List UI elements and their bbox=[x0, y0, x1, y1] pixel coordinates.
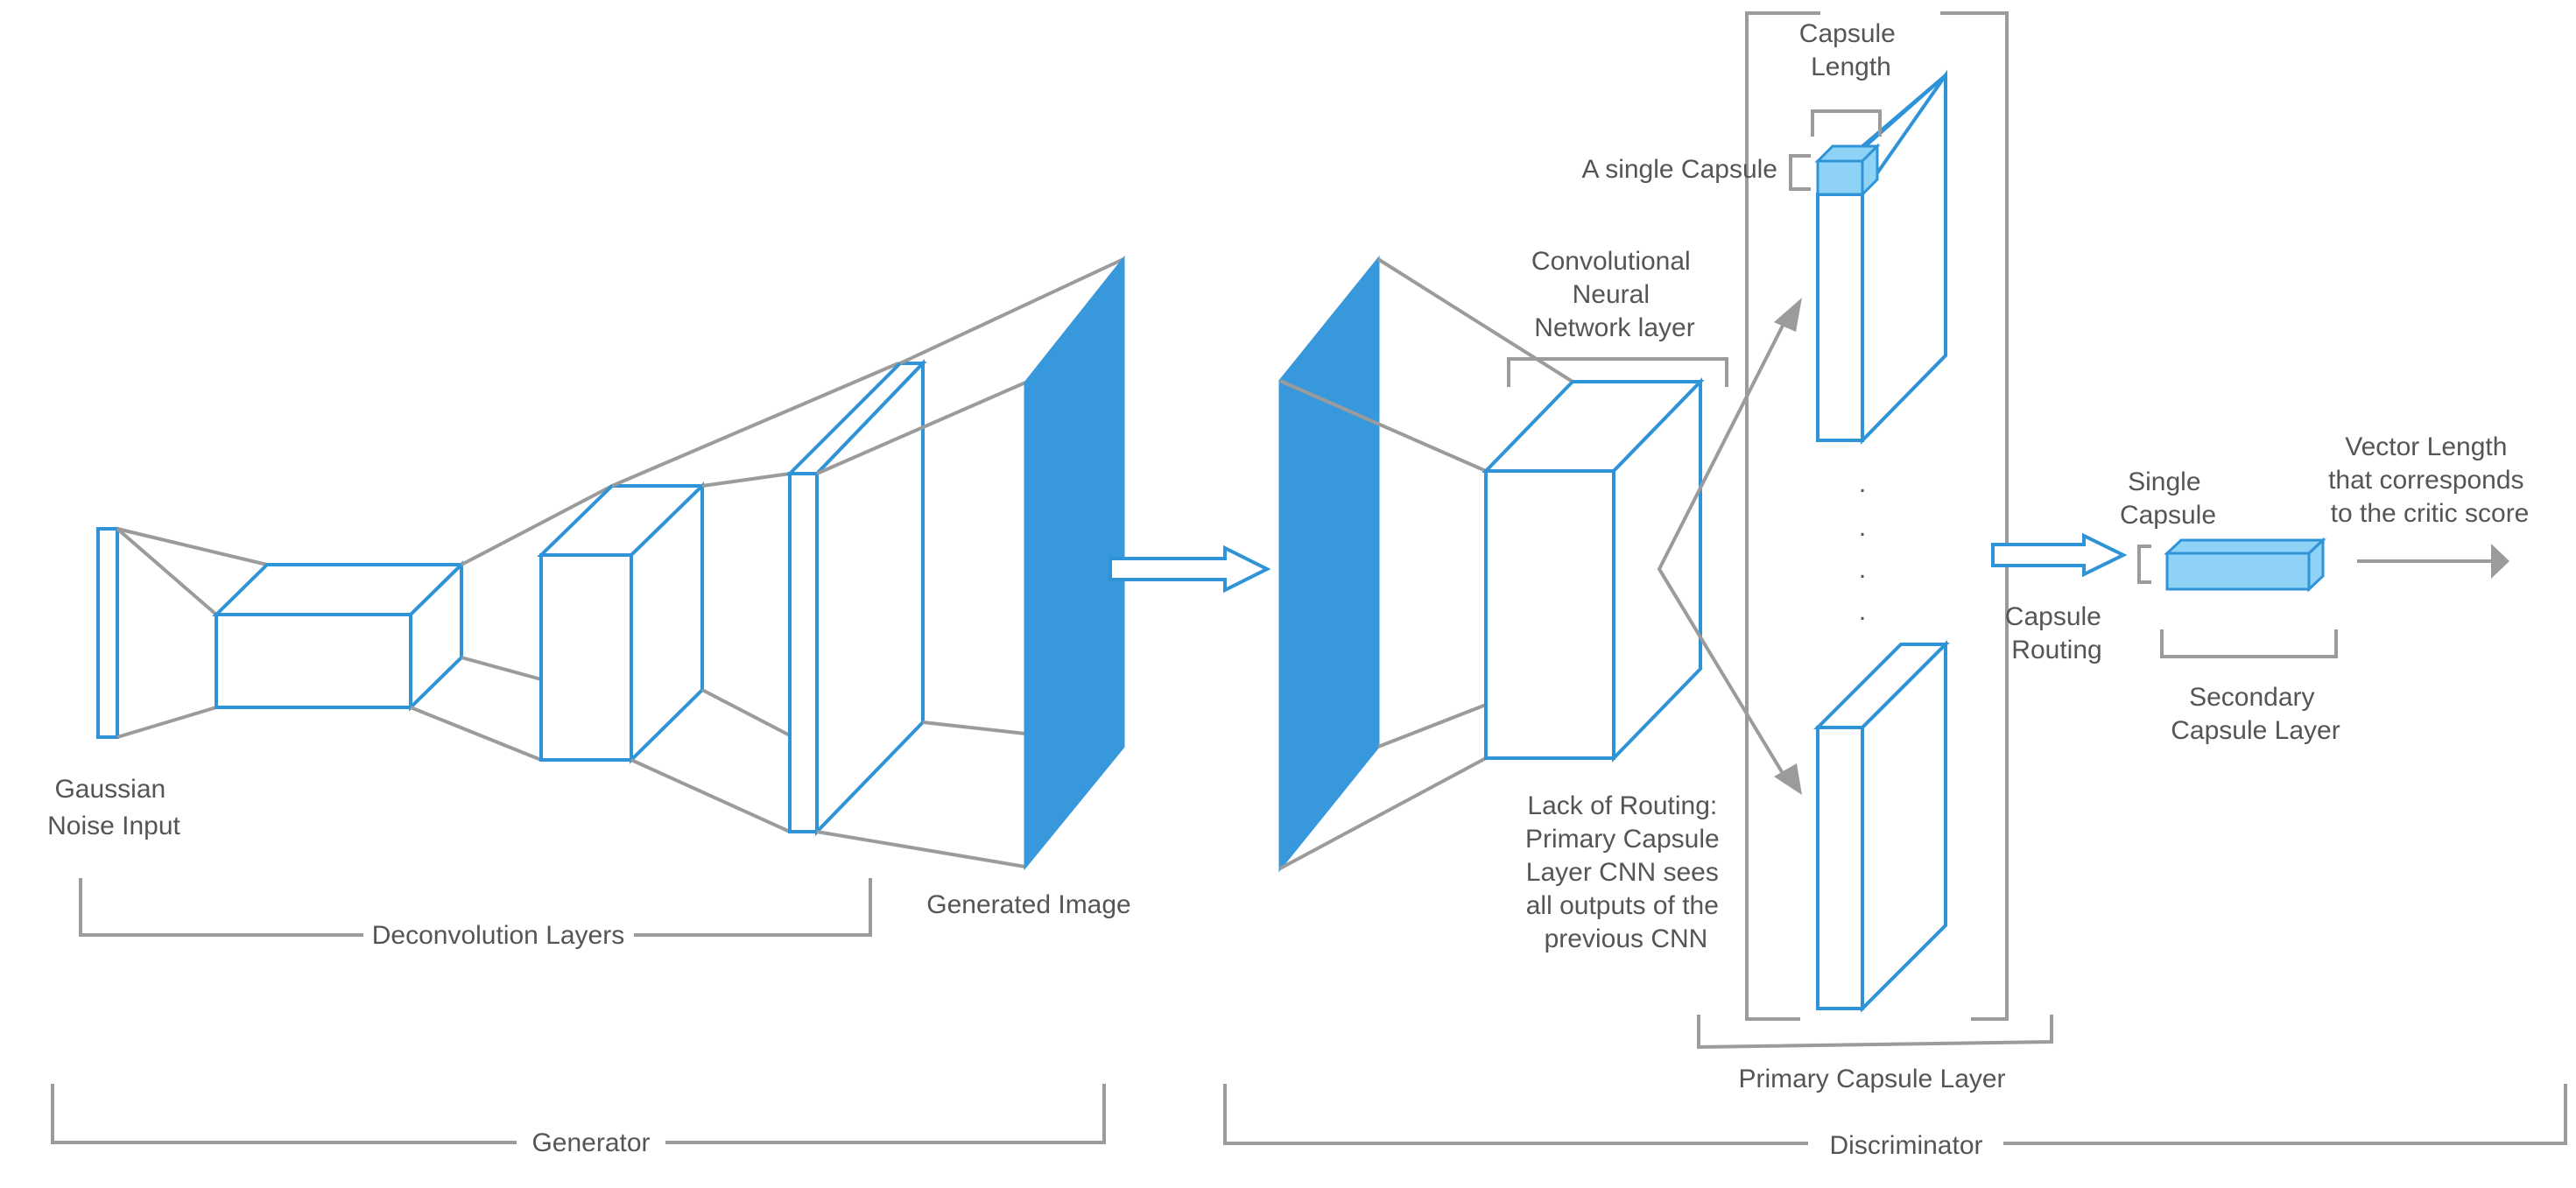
discriminator-bracket bbox=[1223, 1084, 2567, 1145]
generator-bracket bbox=[51, 1084, 1106, 1144]
connector-lines-deconv1-to-deconv2 bbox=[410, 484, 613, 762]
capsule-routing-label: Capsule Routing bbox=[2005, 602, 2108, 664]
routing-arrowhead-up bbox=[1774, 298, 1802, 332]
primary-capsule-column-top bbox=[1816, 69, 1947, 445]
lack-of-routing-label: Lack of Routing: Primary Capsule Layer C… bbox=[1525, 791, 1727, 953]
svg-text:.: . bbox=[1859, 513, 1866, 542]
primary-capsule-layer-label: Primary Capsule Layer bbox=[1738, 1065, 2005, 1093]
convolutional-layer-box bbox=[1482, 377, 1705, 763]
convolutional-layer-bracket bbox=[1507, 357, 1728, 387]
hollow-arrow-to-discriminator bbox=[1109, 545, 1271, 594]
single-capsule-cube bbox=[1814, 143, 1881, 198]
capsule-ellipsis: . . . . bbox=[1859, 469, 1866, 626]
secondary-capsule-layer-bracket bbox=[2160, 629, 2338, 658]
deconvolution-layers-label: Deconvolution Layers bbox=[372, 921, 625, 950]
primary-capsule-frame bbox=[1745, 11, 2009, 1021]
deconv-layer-3 bbox=[785, 359, 927, 836]
routing-arrowhead-down bbox=[1774, 763, 1802, 795]
deconvolution-layers-bracket bbox=[79, 878, 872, 937]
critic-score-arrow bbox=[2357, 544, 2509, 579]
connector-lines-noise-to-deconv1 bbox=[116, 527, 268, 739]
connector-lines-input-to-conv bbox=[1279, 257, 1574, 870]
gaussian-noise-label: Gaussian Noise Input bbox=[47, 775, 180, 840]
generated-image-label: Generated Image bbox=[926, 890, 1130, 919]
generated-image-plane bbox=[1024, 255, 1125, 871]
capsule-routing-arrow bbox=[1991, 532, 2128, 578]
single-capsule-label: Single Capsule bbox=[2120, 467, 2216, 530]
noise-input-slab bbox=[96, 527, 119, 739]
svg-text:.: . bbox=[1859, 469, 1866, 498]
single-capsule-bracket bbox=[2137, 545, 2151, 584]
generator-label: Generator bbox=[531, 1128, 650, 1157]
svg-text:.: . bbox=[1859, 555, 1866, 584]
secondary-capsule-layer-label: Secondary Capsule Layer bbox=[2171, 683, 2340, 745]
connector-lines-deconv3-to-image bbox=[816, 257, 1124, 868]
discriminator-input-image bbox=[1278, 255, 1380, 873]
capsule-length-bracket bbox=[1811, 109, 1882, 137]
discriminator-label: Discriminator bbox=[1829, 1131, 1982, 1160]
routing-arrows bbox=[1657, 298, 1802, 795]
deconv-layer-1 bbox=[212, 560, 466, 712]
primary-capsule-layer-bracket bbox=[1697, 1015, 2053, 1050]
a-single-capsule-bracket bbox=[1789, 154, 1811, 191]
vector-length-label: Vector Length that corresponds to the cr… bbox=[2328, 432, 2531, 528]
deconv-layer-2 bbox=[537, 482, 707, 764]
primary-capsule-column-bottom bbox=[1813, 640, 1950, 1013]
secondary-capsule-block bbox=[2164, 537, 2326, 593]
connector-lines-deconv2-to-deconv3 bbox=[611, 362, 899, 833]
capsule-length-label: Capsule Length bbox=[1799, 19, 1903, 81]
svg-text:.: . bbox=[1859, 597, 1866, 626]
convolutional-layer-label: Convolutional Neural Network layer bbox=[1531, 247, 1698, 342]
a-single-capsule-label: A single Capsule bbox=[1582, 155, 1777, 184]
